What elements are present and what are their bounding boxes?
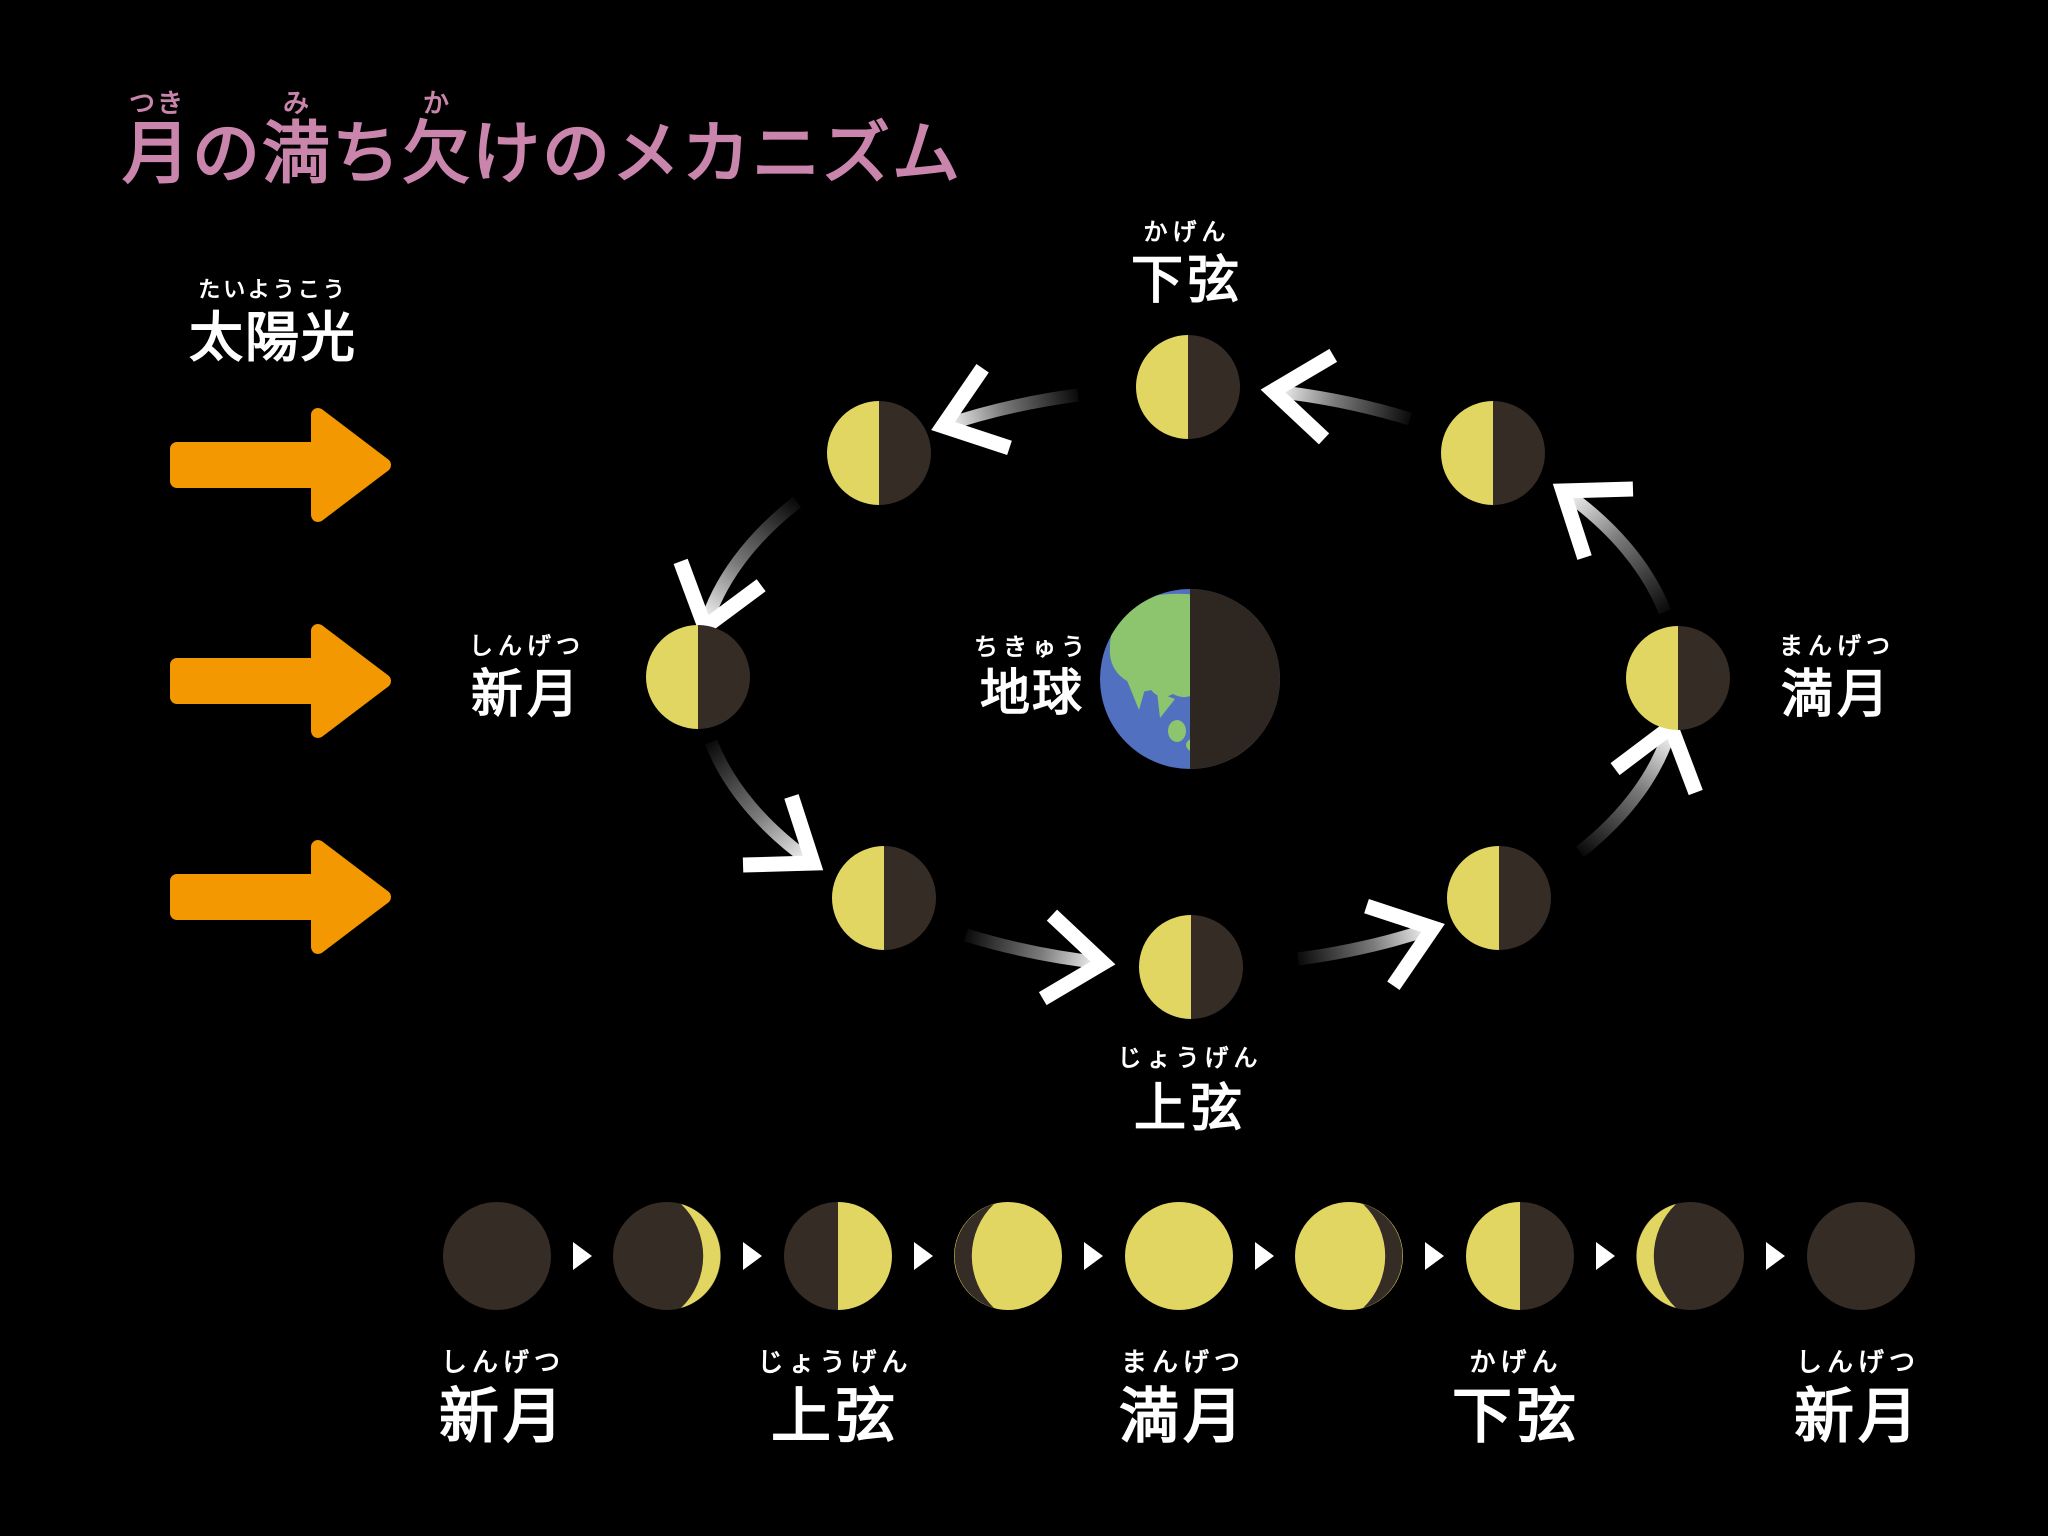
sunlight-label: たいようこう 太陽光 <box>189 277 357 368</box>
first-quarter-furigana: じょうげん <box>1118 1045 1263 1072</box>
orbit-arrow-icon <box>1260 348 1412 445</box>
row-furigana: しんげつ <box>1796 1347 1920 1377</box>
orbit-direction-arrows <box>673 348 1703 1006</box>
last-quarter-furigana: かげん <box>1144 219 1231 246</box>
title-furigana-tsuki: つき <box>129 88 185 118</box>
next-phase-triangle-icon <box>573 1242 592 1270</box>
orbit-label-full-moon: まんげつ 満月 <box>1779 633 1895 724</box>
sunlight-arrow-icon <box>170 408 391 522</box>
title-furigana-mi: み <box>283 88 311 118</box>
earth-furigana: ちきゅう <box>974 634 1090 661</box>
orbit-moon-bottom-right <box>1447 846 1551 950</box>
page-title: 月の満ち欠けのメカニズム つき み か <box>122 88 962 192</box>
row-kanji: 新月 <box>1794 1383 1922 1450</box>
row-label-full-moon: まんげつ 満月 <box>1119 1347 1247 1450</box>
last-quarter-kanji: 下弦 <box>1131 252 1243 310</box>
phase-sequence-row <box>443 1202 1915 1310</box>
next-phase-triangle-icon <box>1084 1242 1103 1270</box>
sunlight-arrow-icon <box>170 624 391 738</box>
next-phase-triangle-icon <box>1596 1242 1615 1270</box>
first-quarter-kanji: 上弦 <box>1134 1080 1246 1138</box>
orbit-arrow-icon <box>704 739 824 873</box>
phase-row-labels: しんげつ 新月 じょうげん 上弦 まんげつ 満月 かげん 下弦 しんげつ 新月 <box>439 1347 1922 1450</box>
phase-new-moon-end <box>1807 1202 1915 1310</box>
orbit-arrow-icon <box>931 364 1079 456</box>
row-label-new-moon-end: しんげつ 新月 <box>1794 1347 1922 1450</box>
orbit-moon-top-last-quarter <box>1136 335 1240 439</box>
row-furigana: まんげつ <box>1121 1347 1245 1377</box>
orbit-moon-top-left <box>827 401 931 505</box>
new-moon-furigana: しんげつ <box>469 633 585 660</box>
orbit-moon-bottom-first-quarter <box>1139 915 1243 1019</box>
sunlight-furigana: たいようこう <box>198 277 348 302</box>
orbit-arrow-icon <box>964 909 1116 1006</box>
phase-new-moon <box>443 1202 551 1310</box>
orbit-arrow-icon <box>1297 898 1445 990</box>
sunlight-arrow-icon <box>170 840 391 954</box>
earth-globe <box>1100 589 1280 769</box>
phase-waning-gibbous <box>1295 1202 1403 1310</box>
new-moon-kanji: 新月 <box>471 666 583 724</box>
orbit-arrow-icon <box>1575 714 1703 858</box>
orbit-label-first-quarter: じょうげん 上弦 <box>1118 1045 1263 1138</box>
orbit-arrow-icon <box>673 496 802 639</box>
row-furigana: かげん <box>1469 1347 1562 1377</box>
phase-waxing-gibbous <box>954 1202 1062 1310</box>
orbit-label-last-quarter: かげん 下弦 <box>1131 219 1243 310</box>
next-phase-triangle-icon <box>1255 1242 1274 1270</box>
title-text: 月の満ち欠けのメカニズム <box>122 116 962 192</box>
title-furigana-ka: か <box>423 88 451 118</box>
earth-label: ちきゅう 地球 <box>974 634 1090 721</box>
phase-last-quarter <box>1466 1202 1574 1310</box>
orbit-moon-top-right <box>1441 401 1545 505</box>
orbit-label-new-moon: しんげつ 新月 <box>469 633 585 724</box>
orbit-moon-bottom-left <box>832 846 936 950</box>
earth-night-shadow <box>1190 589 1280 769</box>
row-kanji: 満月 <box>1119 1383 1247 1450</box>
row-label-first-quarter: じょうげん 上弦 <box>757 1347 912 1450</box>
next-phase-triangle-icon <box>914 1242 933 1270</box>
orbit-moon-left-new-moon <box>646 625 750 729</box>
earth-kanji: 地球 <box>980 665 1084 721</box>
phase-first-quarter <box>784 1202 892 1310</box>
orbit-moon-right-full-moon <box>1626 626 1730 730</box>
phase-waxing-crescent <box>613 1202 721 1310</box>
next-phase-triangle-icon <box>743 1242 762 1270</box>
sunlight-kanji: 太陽光 <box>189 308 357 368</box>
row-label-last-quarter: かげん 下弦 <box>1452 1347 1580 1450</box>
phase-full-moon <box>1125 1202 1233 1310</box>
sunlight-arrows <box>170 408 391 954</box>
row-furigana: しんげつ <box>441 1347 565 1377</box>
row-kanji: 新月 <box>439 1383 567 1450</box>
phase-waning-crescent <box>1636 1202 1744 1310</box>
full-moon-kanji: 満月 <box>1781 666 1893 724</box>
next-phase-triangle-icon <box>1766 1242 1785 1270</box>
next-phase-triangle-icon <box>1425 1242 1444 1270</box>
full-moon-furigana: まんげつ <box>1779 633 1895 660</box>
row-label-new-moon: しんげつ 新月 <box>439 1347 567 1450</box>
row-kanji: 下弦 <box>1452 1383 1580 1450</box>
orbit-arrow-icon <box>1552 481 1672 615</box>
row-furigana: じょうげん <box>757 1347 912 1377</box>
orbit-moons <box>646 335 1730 1019</box>
row-kanji: 上弦 <box>771 1383 899 1450</box>
